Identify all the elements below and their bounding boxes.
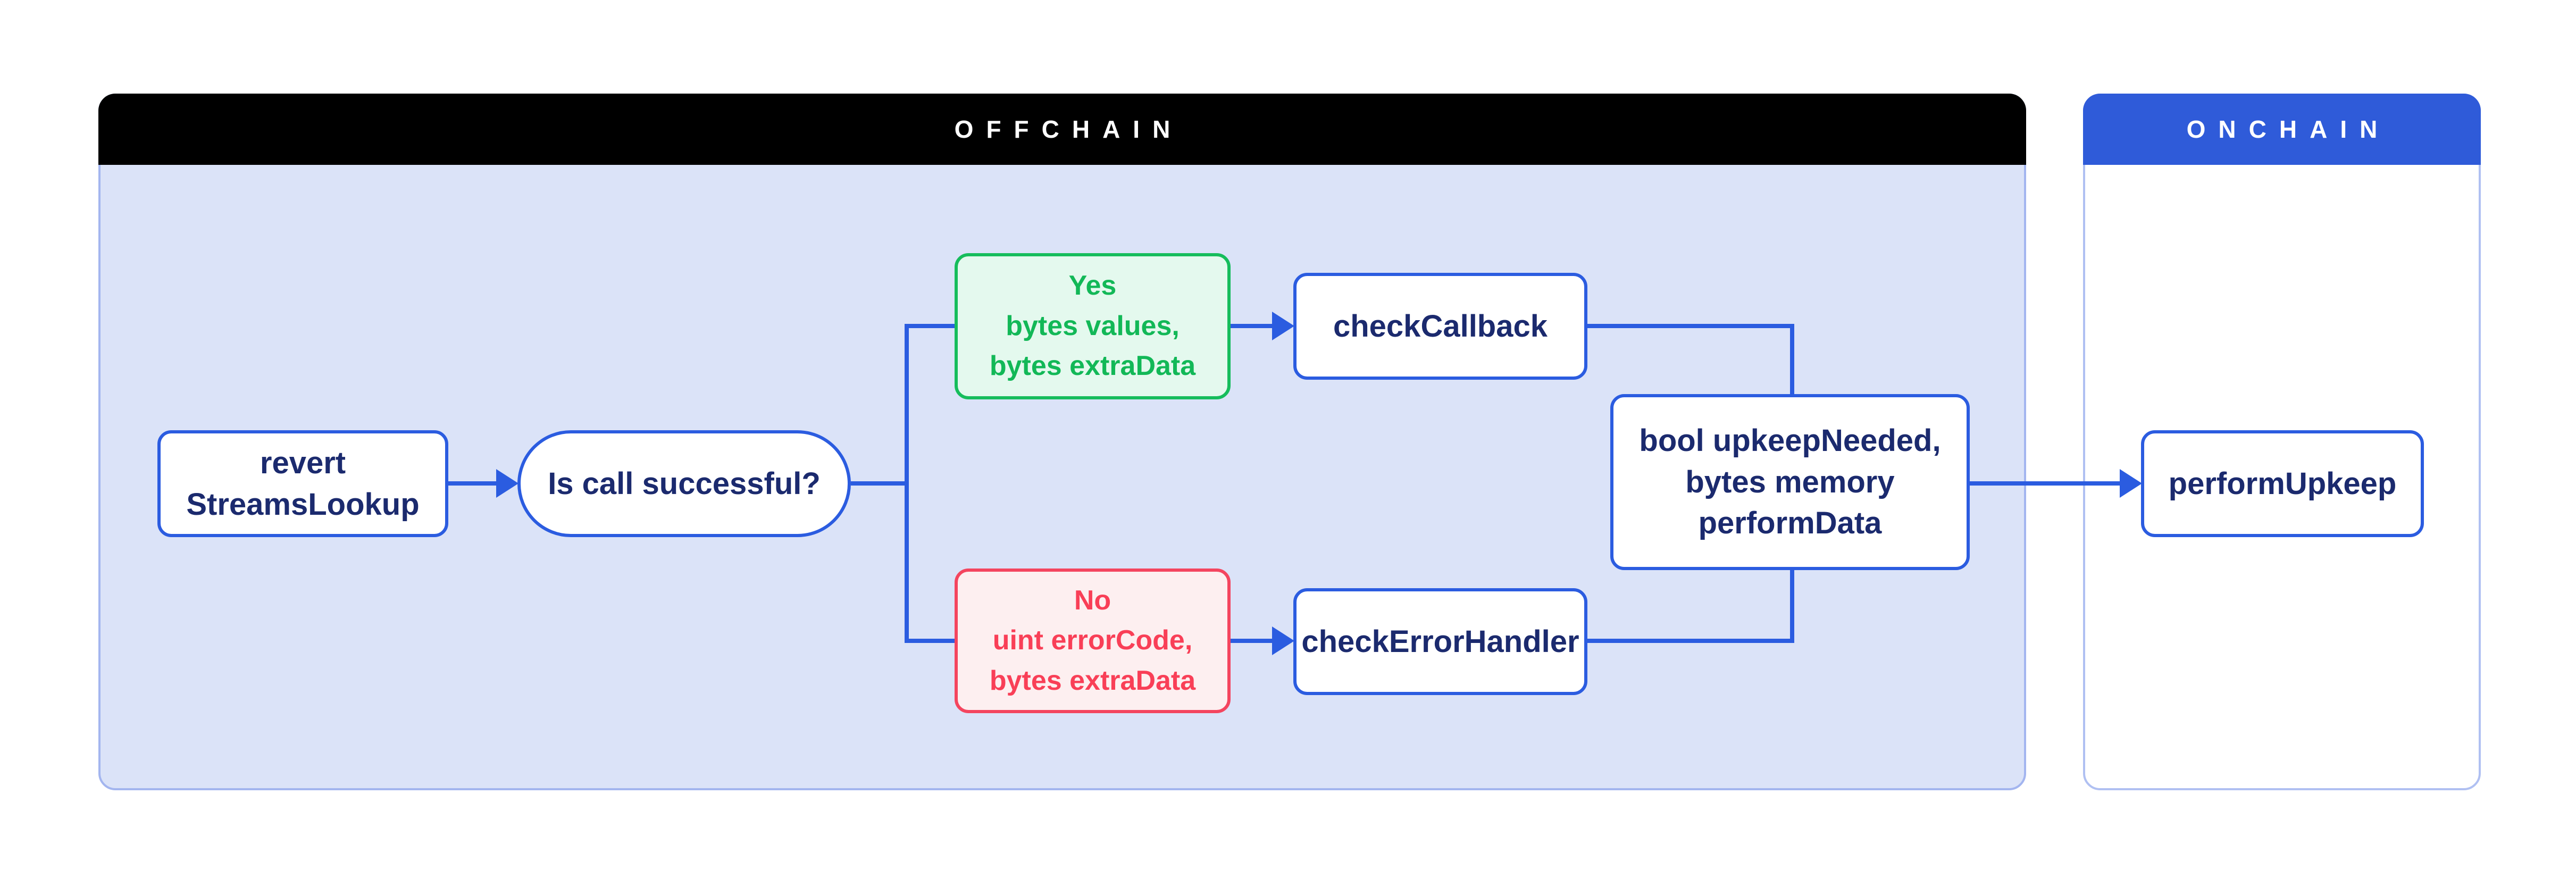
connector-checkerrorhandler-up <box>1790 568 1794 643</box>
node-revert-streamslookup: revert StreamsLookup <box>157 430 448 537</box>
node-performupkeep-label: performUpkeep <box>2168 466 2397 501</box>
connector-no-to-checkerrorhandler <box>1231 639 1274 643</box>
connector-yes-to-checkcallback <box>1231 324 1274 328</box>
arrowhead-into-checkcallback <box>1272 312 1294 340</box>
connector-checkcallback-right <box>1587 324 1794 328</box>
connector-branch-to-yes <box>907 324 956 328</box>
branch-vertical-line <box>905 324 909 643</box>
node-upkeep-result-label: bool upkeepNeeded, bytes memory performD… <box>1639 423 1941 541</box>
node-performupkeep: performUpkeep <box>2141 430 2424 537</box>
onchain-panel-header: ONCHAIN <box>2083 94 2481 165</box>
node-upkeep-result: bool upkeepNeeded, bytes memory performD… <box>1610 394 1970 570</box>
arrowhead-into-checkerrorhandler <box>1272 626 1294 655</box>
node-is-call-successful-label: Is call successful? <box>548 466 821 501</box>
connector-checkerrorhandler-right <box>1587 639 1794 643</box>
offchain-panel-title: OFFCHAIN <box>954 115 1183 143</box>
node-is-call-successful: Is call successful? <box>517 430 851 537</box>
node-revert-streamslookup-label: revert StreamsLookup <box>186 445 420 522</box>
connector-decision-to-branch <box>851 481 909 486</box>
node-yes-branch: Yes bytes values, bytes extraData <box>955 253 1231 399</box>
node-checkcallback-label: checkCallback <box>1333 308 1548 344</box>
arrowhead-into-decision <box>496 469 518 498</box>
onchain-panel-title: ONCHAIN <box>2186 115 2390 143</box>
node-no-branch-label: No uint errorCode, bytes extraData <box>989 584 1196 696</box>
node-checkerrorhandler: checkErrorHandler <box>1293 588 1587 695</box>
node-checkcallback: checkCallback <box>1293 273 1587 380</box>
arrowhead-into-performupkeep <box>2120 469 2142 498</box>
connector-branch-to-no <box>907 639 956 643</box>
connector-upkeep-to-performupkeep <box>1970 481 2122 486</box>
offchain-panel-header: OFFCHAIN <box>98 94 2026 165</box>
node-no-branch: No uint errorCode, bytes extraData <box>955 569 1231 713</box>
node-checkerrorhandler-label: checkErrorHandler <box>1301 624 1579 659</box>
node-yes-branch-label: Yes bytes values, bytes extraData <box>989 270 1196 382</box>
connector-checkcallback-down <box>1790 324 1794 396</box>
connector-revert-to-decision <box>448 481 499 486</box>
